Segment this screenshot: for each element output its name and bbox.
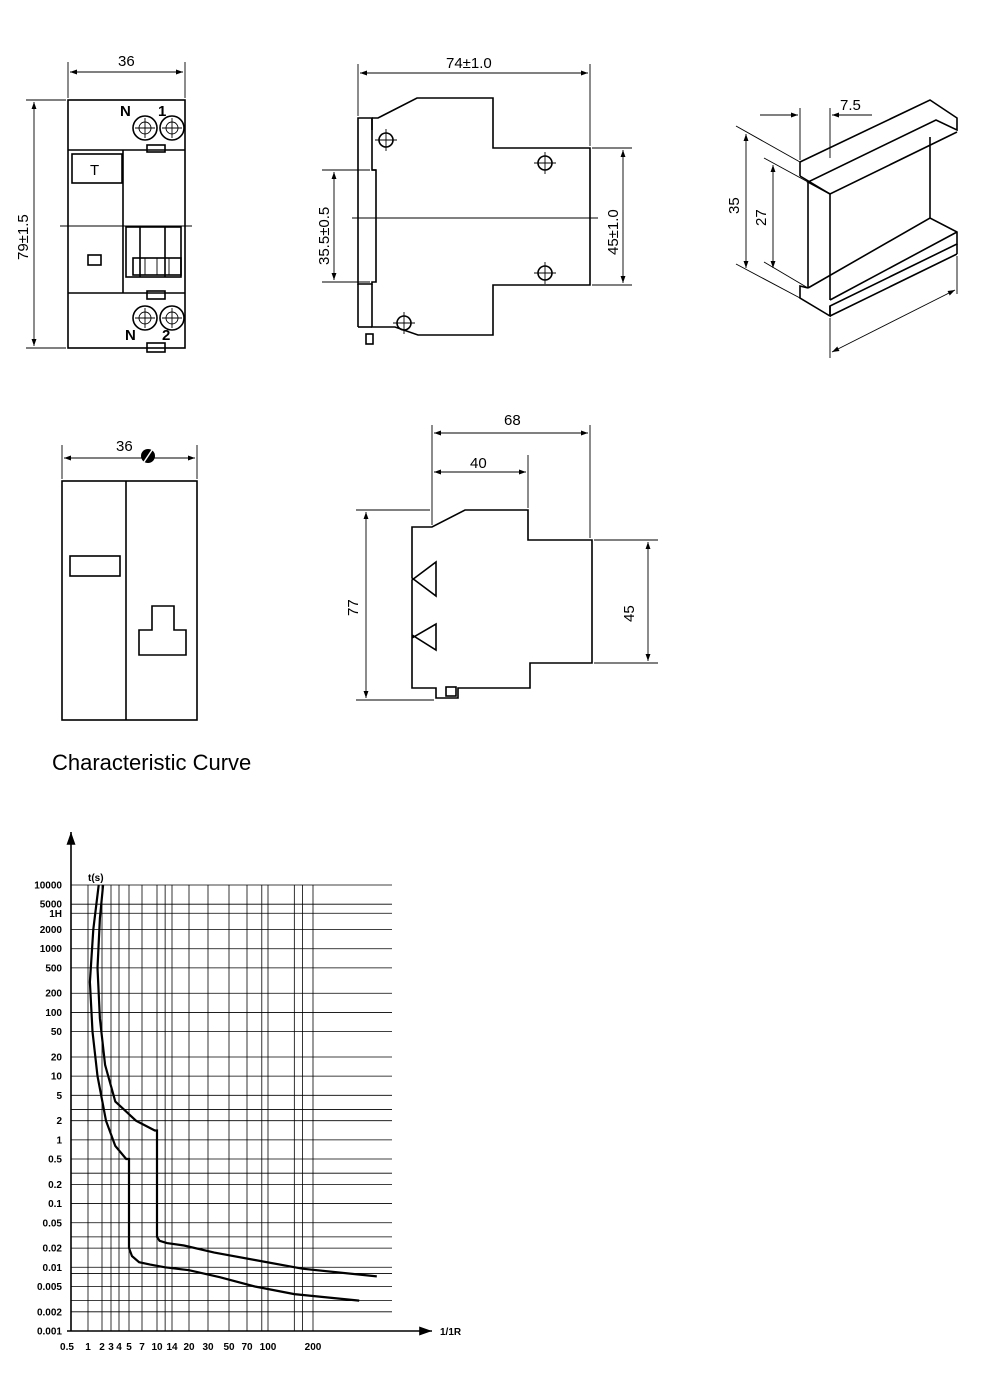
crosshair-screw-icon [393, 312, 415, 334]
y-tick-label: 0.05 [43, 1218, 63, 1229]
terminal-screw-icon [132, 305, 158, 331]
y-tick-label: 0.5 [48, 1155, 62, 1166]
x-tick-label: 10 [151, 1342, 163, 1353]
y-tick-label: 50 [51, 1027, 63, 1038]
y-tick-label: 0.005 [37, 1282, 62, 1293]
dim-width-74: 74±1.0 [446, 55, 492, 72]
y-tick-label: 0.002 [37, 1307, 62, 1318]
y-tick-label: 0.01 [43, 1263, 63, 1274]
dim-depth-45: 45±1.0 [605, 209, 622, 255]
dim-height-77: 77 [345, 599, 362, 616]
terminal-label-2: 2 [162, 327, 170, 344]
dim-width-36: 36 [118, 53, 135, 70]
x-tick-label: 4 [116, 1342, 122, 1353]
x-tick-label: 7 [139, 1342, 145, 1353]
x-tick-label: 3 [108, 1342, 114, 1353]
section-title: Characteristic Curve [52, 750, 251, 775]
crosshair-screw-icon [375, 129, 397, 151]
x-tick-label: 0.5 [60, 1342, 74, 1353]
dim-width-68: 68 [504, 412, 521, 429]
dim-depth-45-b: 45 [621, 605, 638, 622]
test-button-label: T [90, 162, 99, 179]
terminal-label-1: 1 [158, 103, 166, 120]
x-tick-label: 200 [305, 1342, 322, 1353]
x-tick-label: 1 [85, 1342, 91, 1353]
y-tick-label: 2000 [40, 925, 63, 936]
x-tick-label: 14 [166, 1342, 178, 1353]
y-tick-label: 0.2 [48, 1180, 62, 1191]
side-view-2: 68 40 77 45 [345, 412, 658, 701]
chart-grid-horizontal [71, 884, 392, 1313]
x-tick-label: 100 [260, 1342, 277, 1353]
front-view-2: 36 [61, 438, 198, 721]
dim-rail-35-5: 35.5±0.5 [316, 207, 333, 265]
x-tick-label: 50 [223, 1342, 235, 1353]
y-tick-label: 1 [56, 1135, 62, 1146]
dim-width-36-b: 36 [116, 438, 133, 455]
y-tick-label: 500 [45, 963, 62, 974]
dim-rail-27: 27 [753, 209, 770, 226]
y-tick-label: 5 [56, 1091, 62, 1102]
y-tick-label: 1H [49, 909, 62, 920]
y-tick-label: 100 [45, 1008, 62, 1019]
din-rail-view: 7.5 35 27 [726, 97, 958, 358]
characteristic-curve-chart: t(s) 1/1R 1000050001H2000100050020010050… [34, 832, 462, 1353]
dim-width-40: 40 [470, 455, 487, 472]
trip-curve-line [88, 884, 360, 1302]
dim-height-79: 79±1.5 [15, 214, 32, 260]
crosshair-screw-icon [534, 152, 556, 174]
y-tick-label: 10000 [34, 881, 62, 892]
y-tick-label: 0.001 [37, 1327, 62, 1338]
crosshair-screw-icon [534, 262, 556, 284]
chart-grid-vertical [87, 885, 314, 1331]
terminal-label-n-bottom: N [125, 327, 136, 344]
x-tick-label: 2 [99, 1342, 105, 1353]
x-tick-label: 20 [183, 1342, 195, 1353]
trip-curve-line [96, 884, 377, 1278]
y-tick-label: 10 [51, 1072, 63, 1083]
x-tick-label: 30 [202, 1342, 214, 1353]
x-tick-label: 5 [126, 1342, 132, 1353]
terminal-label-n-top: N [120, 103, 131, 120]
marker-dot-icon [141, 449, 155, 463]
chart-curves [88, 884, 377, 1302]
y-tick-label: 200 [45, 989, 62, 1000]
dim-rail-35: 35 [726, 197, 743, 214]
y-tick-label: 5000 [40, 900, 63, 911]
y-tick-label: 0.1 [48, 1199, 62, 1210]
y-tick-label: 20 [51, 1052, 63, 1063]
terminal-screw-icon [132, 115, 158, 141]
y-tick-label: 2 [56, 1116, 62, 1127]
y-tick-label: 1000 [40, 944, 63, 955]
side-view-1: 74±1.0 35.5±0.5 45±1.0 [316, 55, 632, 345]
dim-rail-7-5: 7.5 [840, 97, 861, 114]
x-axis-label: 1/1R [440, 1327, 462, 1338]
y-tick-label: 0.02 [43, 1244, 63, 1255]
y-axis-label: t(s) [88, 873, 104, 884]
x-tick-label: 70 [241, 1342, 253, 1353]
terminal-screw-icon [159, 305, 185, 331]
terminal-screw-icon [159, 115, 185, 141]
front-view-1: T N 1 N 2 [15, 53, 192, 353]
